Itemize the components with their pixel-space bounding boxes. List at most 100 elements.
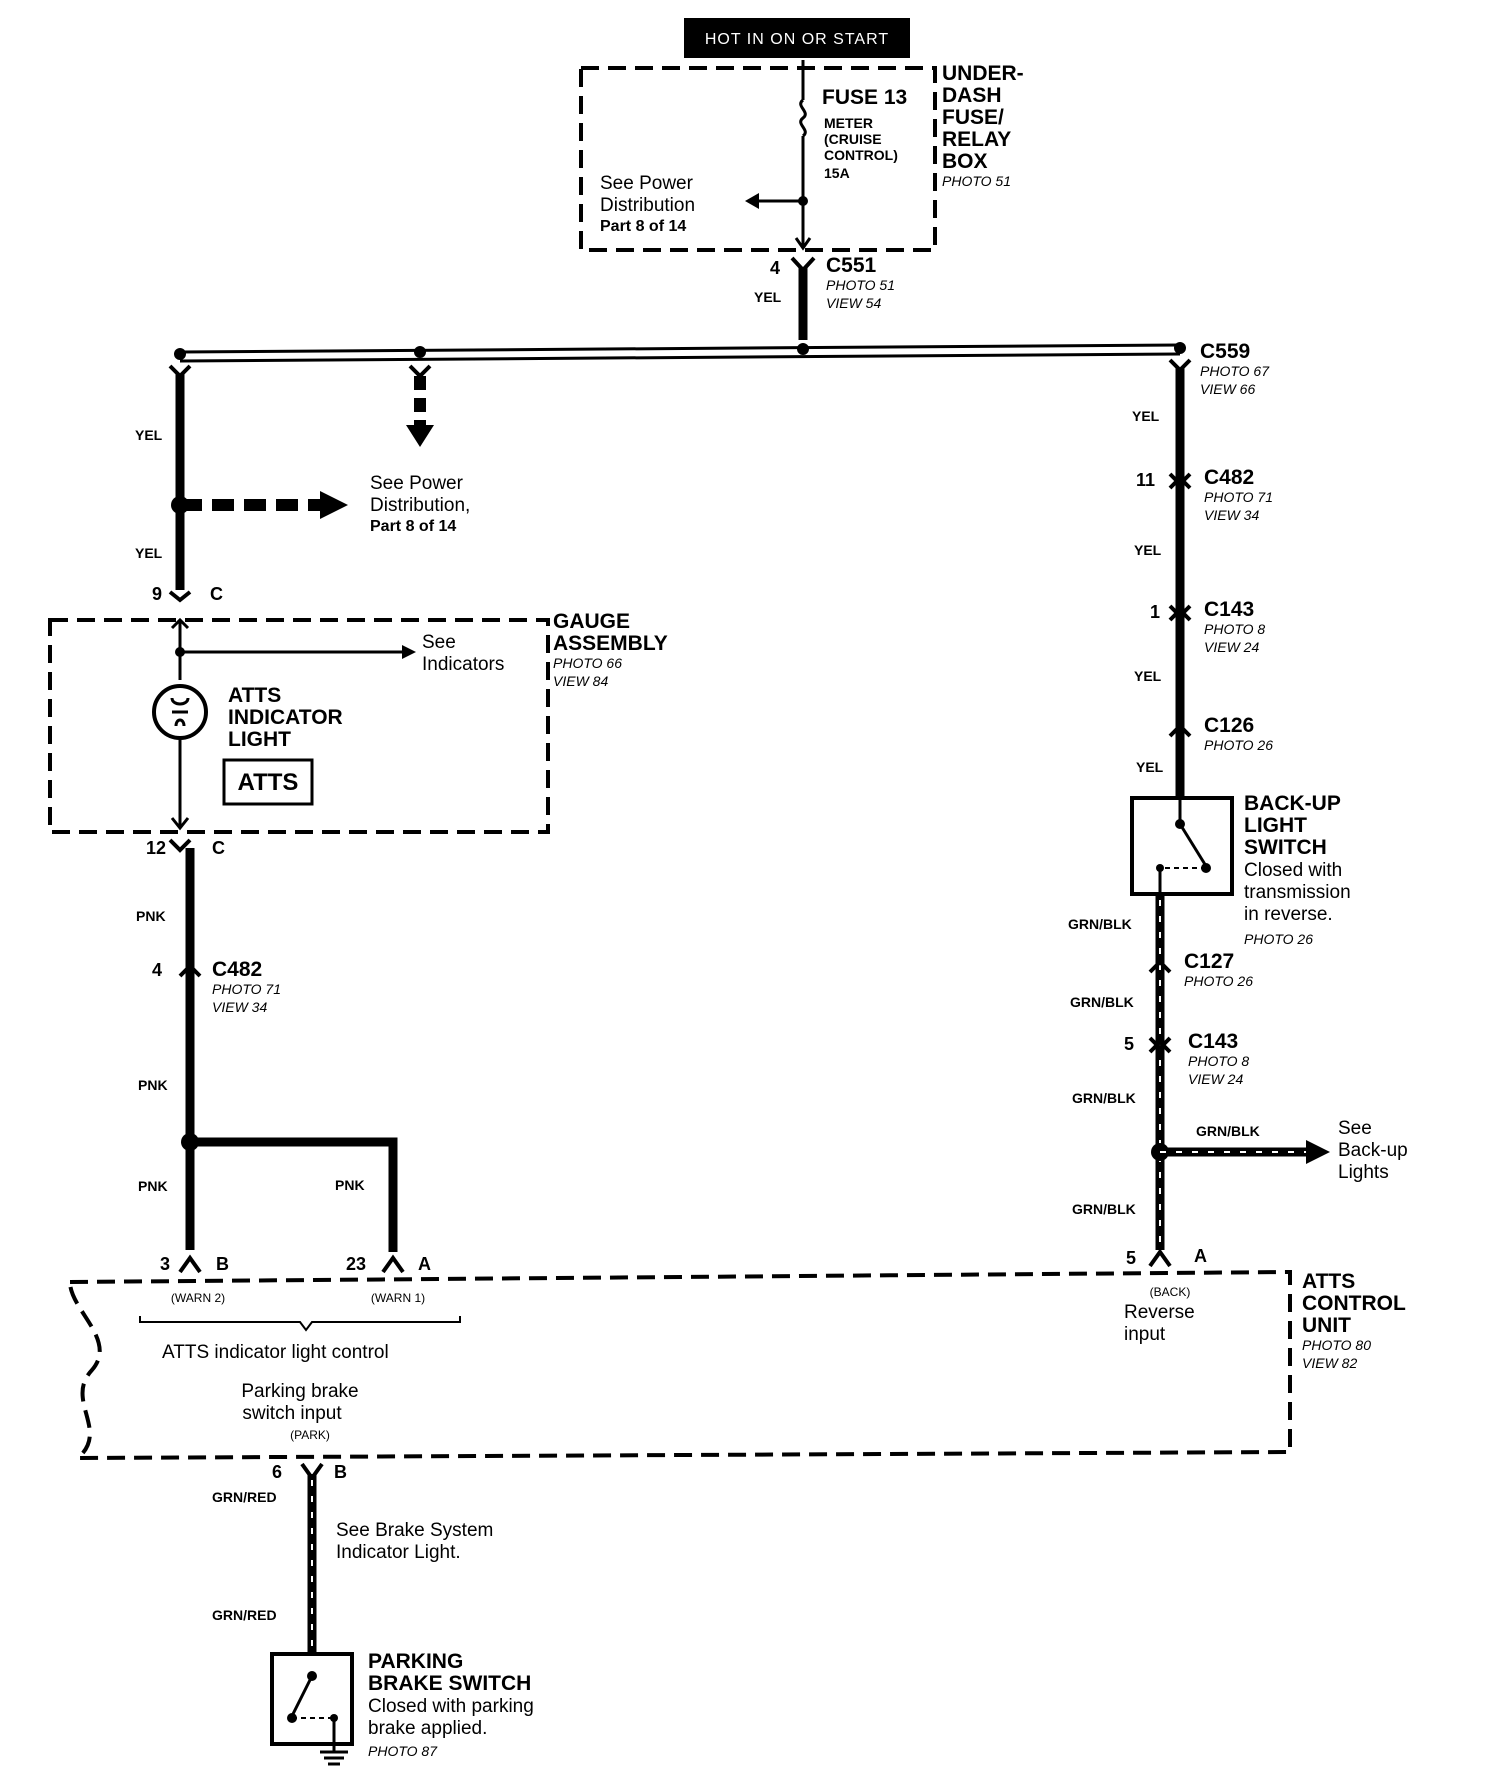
fuse-see-power-2: Distribution: [600, 195, 695, 216]
c559-view: VIEW 66: [1200, 381, 1255, 397]
c551-view: VIEW 54: [826, 295, 881, 311]
right-c143b-name: C143: [1188, 1030, 1238, 1053]
atts-badge-frame: [222, 758, 314, 806]
cu-parking-1: Parking brake: [241, 1381, 358, 1402]
brake-desc-2: brake applied.: [368, 1718, 487, 1739]
right-c482-view: VIEW 34: [1204, 507, 1259, 523]
cu-view: VIEW 82: [1302, 1355, 1357, 1371]
cu-reverse-2: input: [1124, 1324, 1166, 1345]
top-bus: [179, 343, 1181, 354]
light-name-1: ATTS: [228, 684, 281, 707]
gauge-see-1: See: [422, 632, 456, 653]
brake-name-1: PARKING: [368, 1650, 463, 1673]
fuse-box-name-1: UNDER-: [942, 62, 1024, 85]
pnk-label-2: PNK: [138, 1077, 168, 1093]
arrow-left-icon: [745, 193, 759, 209]
bulb-icon: [152, 684, 208, 740]
arrow-right-backup-icon: [1306, 1140, 1330, 1164]
left-see-power-1: See Power: [370, 473, 464, 494]
fuse-desc-3: CONTROL): [824, 147, 898, 163]
pnk-label-3: PNK: [138, 1178, 168, 1194]
right-yel-4: YEL: [1136, 759, 1164, 775]
gauge-photo: PHOTO 66: [553, 655, 622, 671]
right-c482-pin: 11: [1136, 470, 1155, 490]
cu-letter-a: A: [418, 1254, 431, 1274]
left-c482-photo: PHOTO 71: [212, 981, 281, 997]
backup-name-2: LIGHT: [1244, 814, 1307, 837]
right-c482-connector: [1168, 472, 1192, 490]
right-c143-name: C143: [1204, 598, 1254, 621]
right-grn-4: GRN/BLK: [1072, 1201, 1136, 1217]
fuse-box-name-5: BOX: [942, 150, 988, 173]
backup-desc-1: Closed with: [1244, 860, 1342, 881]
bus-splice-mid: [414, 346, 426, 358]
gauge-letter-top: C: [210, 584, 223, 604]
left-yel-upper: YEL: [135, 427, 163, 443]
fuse-desc-4: 15A: [824, 165, 850, 181]
left-c482-name: C482: [212, 958, 262, 981]
gauge-view: VIEW 84: [553, 673, 608, 689]
right-grn-2: GRN/BLK: [1070, 994, 1134, 1010]
cu-warn2: (WARN 2): [171, 1291, 225, 1305]
cu-brace: [139, 1316, 461, 1332]
fuse-box-name-4: RELAY: [942, 128, 1011, 151]
c551-pin: 4: [770, 258, 780, 278]
bus-splice-left: [174, 348, 186, 360]
gauge-see-2: Indicators: [422, 654, 504, 675]
arrow-right-icon: [320, 491, 348, 519]
fuse-box-name-2: DASH: [942, 84, 1002, 107]
brake-wire-1: GRN/RED: [212, 1489, 277, 1505]
backup-desc-2: transmission: [1244, 882, 1351, 903]
fuse-icon: [799, 98, 807, 138]
right-c127-photo: PHOTO 26: [1184, 973, 1253, 989]
left-see-power-2: Distribution,: [370, 495, 470, 516]
left-yel-lower: YEL: [135, 545, 163, 561]
fuse-box-outline: [579, 66, 937, 252]
right-c143b-photo: PHOTO 8: [1188, 1053, 1249, 1069]
right-c126-name: C126: [1204, 714, 1254, 737]
c551-name: C551: [826, 254, 877, 277]
cu-warn1: (WARN 1): [371, 1291, 425, 1305]
cu-name-1: ATTS: [1302, 1270, 1355, 1293]
ground-icon: [320, 1750, 348, 1766]
gauge-name-1: GAUGE: [553, 610, 630, 633]
right-c126-photo: PHOTO 26: [1204, 737, 1273, 753]
brake-photo: PHOTO 87: [368, 1743, 438, 1759]
right-grn-3: GRN/BLK: [1072, 1090, 1136, 1106]
cu-pin-b: 3: [160, 1254, 170, 1274]
cu-letter-b: B: [216, 1254, 229, 1274]
cu-letter-park: B: [334, 1462, 347, 1482]
cu-indicator-control: ATTS indicator light control: [162, 1342, 389, 1363]
brake-sw-blade: [290, 1675, 314, 1717]
control-unit-outline: [67, 1269, 1292, 1461]
right-c143b-view: VIEW 24: [1188, 1071, 1243, 1087]
cu-pin-back: 5: [1126, 1248, 1136, 1268]
gauge-bottom-connector: [168, 838, 192, 853]
right-c127-name: C127: [1184, 950, 1234, 973]
gauge-letter-bottom: C: [212, 838, 225, 858]
c559-name: C559: [1200, 340, 1250, 363]
cu-name-3: UNIT: [1302, 1314, 1351, 1337]
backup-photo: PHOTO 26: [1244, 931, 1313, 947]
bus-splice-center: [797, 343, 809, 355]
see-backup-2: Back-up: [1338, 1140, 1408, 1161]
pnk-label-1: PNK: [136, 908, 166, 924]
left-c482-pin: 4: [152, 960, 162, 980]
c551-wire-label: YEL: [754, 289, 782, 305]
brake-name-2: BRAKE SWITCH: [368, 1672, 531, 1695]
fuse-label: FUSE 13: [822, 86, 907, 109]
backup-switch-box: [1130, 796, 1234, 896]
backup-name-3: SWITCH: [1244, 836, 1327, 859]
brake-see-1: See Brake System: [336, 1520, 493, 1541]
gauge-pin-bottom: 12: [146, 838, 166, 858]
right-c143b-pin: 5: [1124, 1034, 1134, 1054]
right-c143-photo: PHOTO 8: [1204, 621, 1265, 637]
cu-pin-park: 6: [272, 1462, 282, 1482]
pnk-branch-wire: [190, 1137, 398, 1252]
cu-name-2: CONTROL: [1302, 1292, 1406, 1315]
right-c143-view: VIEW 24: [1204, 639, 1259, 655]
brake-desc-1: Closed with parking: [368, 1696, 534, 1717]
gauge-top-connector: [168, 590, 192, 603]
backup-sw-blade: [1178, 823, 1208, 867]
